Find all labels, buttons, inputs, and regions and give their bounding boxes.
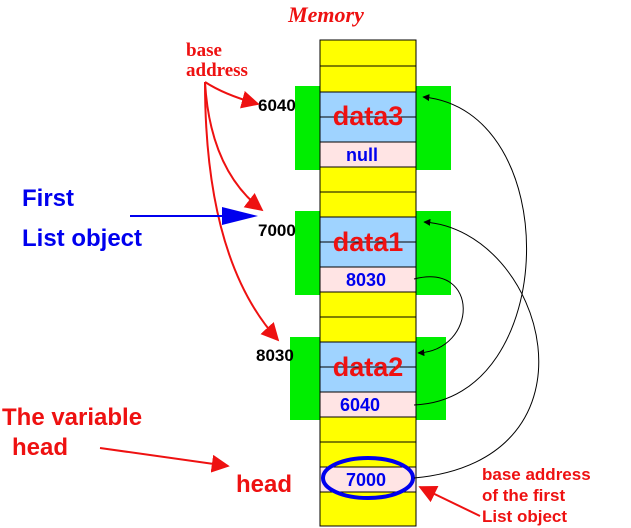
- head-value-highlight-ellipse: [321, 456, 415, 500]
- variable-head-label-line2: head: [12, 434, 68, 461]
- note-line3: List object: [482, 507, 567, 526]
- first-list-object-label-line2: List object: [22, 225, 142, 252]
- node-data2-link-label: 6040: [340, 395, 380, 415]
- head-label: head: [236, 471, 292, 498]
- base-address-arrows: [204, 81, 280, 342]
- node-data3-link-field: [319, 141, 417, 168]
- node-data3-data-label: data3: [333, 101, 404, 131]
- pointer-head-to-data1: [413, 218, 540, 479]
- variable-head-arrow: [99, 447, 230, 473]
- node-data1-link-field: [319, 266, 417, 293]
- node-data1-data-label: data1: [333, 227, 404, 257]
- note-line2: of the first: [482, 486, 565, 505]
- node-data3-link-label: null: [346, 145, 378, 165]
- head-variable-cell: [319, 466, 417, 493]
- address-6040: 6040: [258, 96, 296, 115]
- address-8030: 8030: [256, 346, 294, 365]
- first-list-object-arrowhead: [222, 207, 258, 225]
- base-address-label-line1: base: [186, 40, 222, 61]
- base-address-label-line2: address: [186, 60, 248, 81]
- head-value-label: 7000: [346, 470, 386, 490]
- pointer-8030-to-data2: [413, 276, 464, 357]
- variable-head-label-line1: The variable: [2, 404, 142, 431]
- first-list-object-label-line1: First: [22, 185, 74, 212]
- node-data1-link-label: 8030: [346, 270, 386, 290]
- note-line1: base address: [482, 465, 591, 484]
- node-data2-data-label: data2: [333, 352, 404, 382]
- diagram-title: Memory: [287, 2, 364, 27]
- address-7000: 7000: [258, 221, 296, 240]
- note-arrow: [418, 485, 481, 517]
